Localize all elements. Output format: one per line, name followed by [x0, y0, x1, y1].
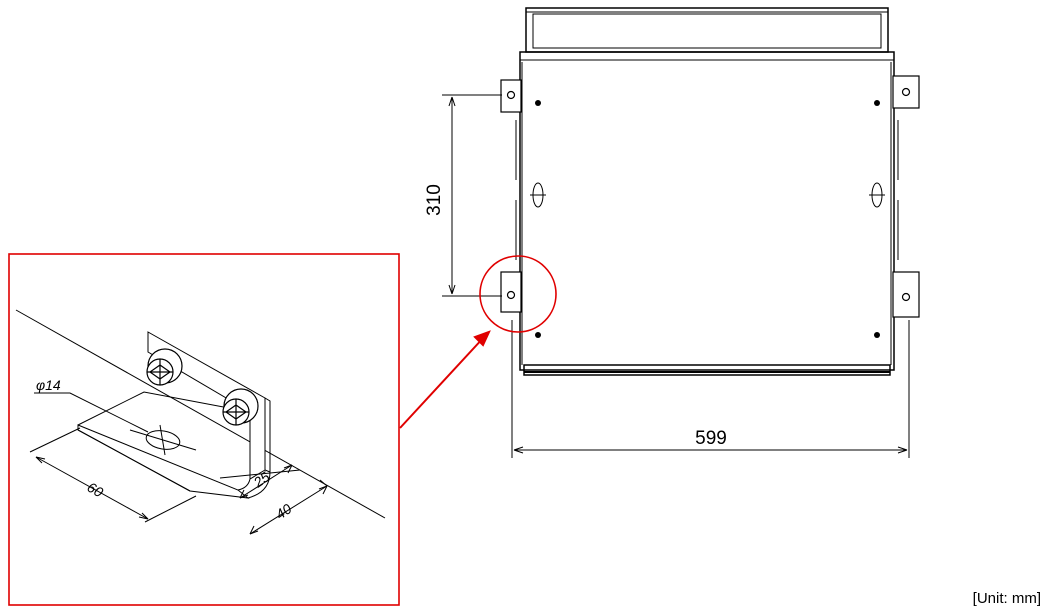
detail-label-width: 40	[273, 500, 295, 522]
screw-icons	[535, 100, 880, 338]
detail-box	[9, 254, 399, 605]
bracket-detail	[16, 310, 385, 518]
callout-arrow	[400, 332, 489, 428]
mounting-brackets	[501, 76, 919, 317]
unit-front-view	[516, 8, 898, 375]
unit-note: [Unit: mm]	[973, 590, 1041, 607]
detail-label-hole-diameter: φ14	[36, 377, 61, 393]
dimension-label-310: 310	[424, 184, 445, 216]
dimension-label-599: 599	[695, 428, 727, 449]
detail-label-length: 60	[85, 479, 107, 501]
